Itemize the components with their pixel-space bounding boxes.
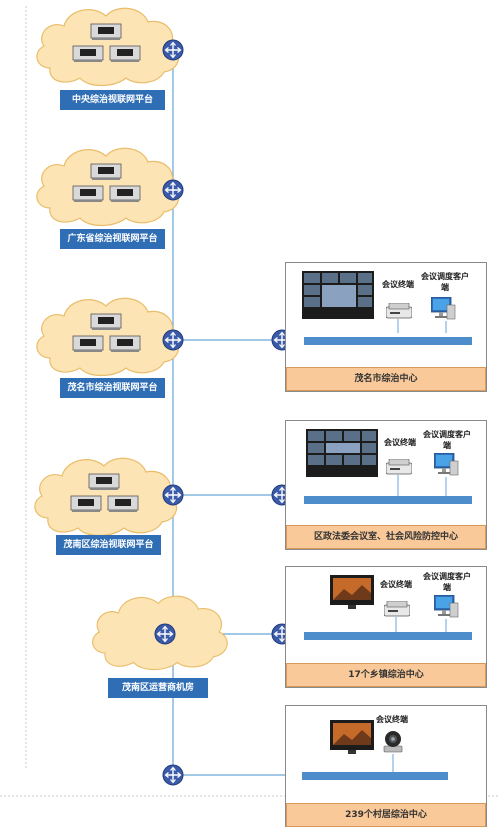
router-icon <box>162 179 184 201</box>
camera-icon <box>383 731 403 753</box>
center-panel: 会议终端 会议调度客户端 茂名市综治中心 <box>285 262 487 392</box>
server-icon <box>107 495 139 513</box>
router-icon <box>162 484 184 506</box>
server-icon <box>72 335 104 353</box>
platform-cloud <box>36 297 180 377</box>
router-icon <box>154 623 176 645</box>
router-icon <box>162 764 184 786</box>
client-label: 会议调度客户端 <box>421 272 469 292</box>
server-icon <box>90 313 122 331</box>
platform-label: 茂南区综治视联网平台 <box>56 535 161 555</box>
server-icon <box>109 45 141 63</box>
bus-line <box>397 475 447 497</box>
server-icon <box>88 473 120 491</box>
server-icon <box>90 23 122 41</box>
platform-label: 茂名市综治视联网平台 <box>60 378 165 398</box>
bus-line <box>392 754 394 772</box>
bus-line <box>395 617 447 633</box>
video-wall-icon <box>306 429 378 477</box>
terminal-label: 会议终端 <box>376 715 408 724</box>
tv-icon <box>330 720 374 754</box>
platform-cloud <box>36 7 180 87</box>
center-panel: 会议终端 会议调度客户端 17个乡镇综治中心 <box>285 566 487 688</box>
operator-room-label: 茂南区运营商机房 <box>108 678 208 698</box>
platform-cloud <box>36 147 180 227</box>
server-icon <box>72 45 104 63</box>
network-bus <box>304 632 472 640</box>
video-wall-icon <box>302 271 374 319</box>
network-bus <box>304 496 472 504</box>
center-name-banner: 17个乡镇综治中心 <box>286 663 486 687</box>
terminal-label: 会议终端 <box>384 438 416 447</box>
server-icon <box>70 495 102 513</box>
bus-line <box>397 319 447 333</box>
server-icon <box>109 335 141 353</box>
server-icon <box>72 185 104 203</box>
router-icon <box>162 39 184 61</box>
center-name-banner: 茂名市综治中心 <box>286 367 486 391</box>
center-panel: 会议终端 239个村居综治中心 <box>285 705 487 827</box>
center-panel: 会议终端 会议调度客户端 区政法委会议室、社会风险防控中心 <box>285 420 487 550</box>
terminal-label: 会议终端 <box>382 280 414 289</box>
platform-label: 中央综治视联网平台 <box>60 90 165 110</box>
center-name-banner: 239个村居综治中心 <box>286 803 486 827</box>
server-icon <box>109 185 141 203</box>
network-bus <box>302 772 448 780</box>
router-icon <box>162 329 184 351</box>
tv-icon <box>330 575 374 609</box>
network-bus <box>304 337 472 345</box>
server-icon <box>90 163 122 181</box>
center-name-banner: 区政法委会议室、社会风险防控中心 <box>286 525 486 549</box>
platform-cloud <box>34 457 178 537</box>
client-label: 会议调度客户端 <box>423 430 471 450</box>
client-label: 会议调度客户端 <box>423 572 471 592</box>
platform-label: 广东省综治视联网平台 <box>60 229 165 249</box>
terminal-label: 会议终端 <box>380 580 412 589</box>
